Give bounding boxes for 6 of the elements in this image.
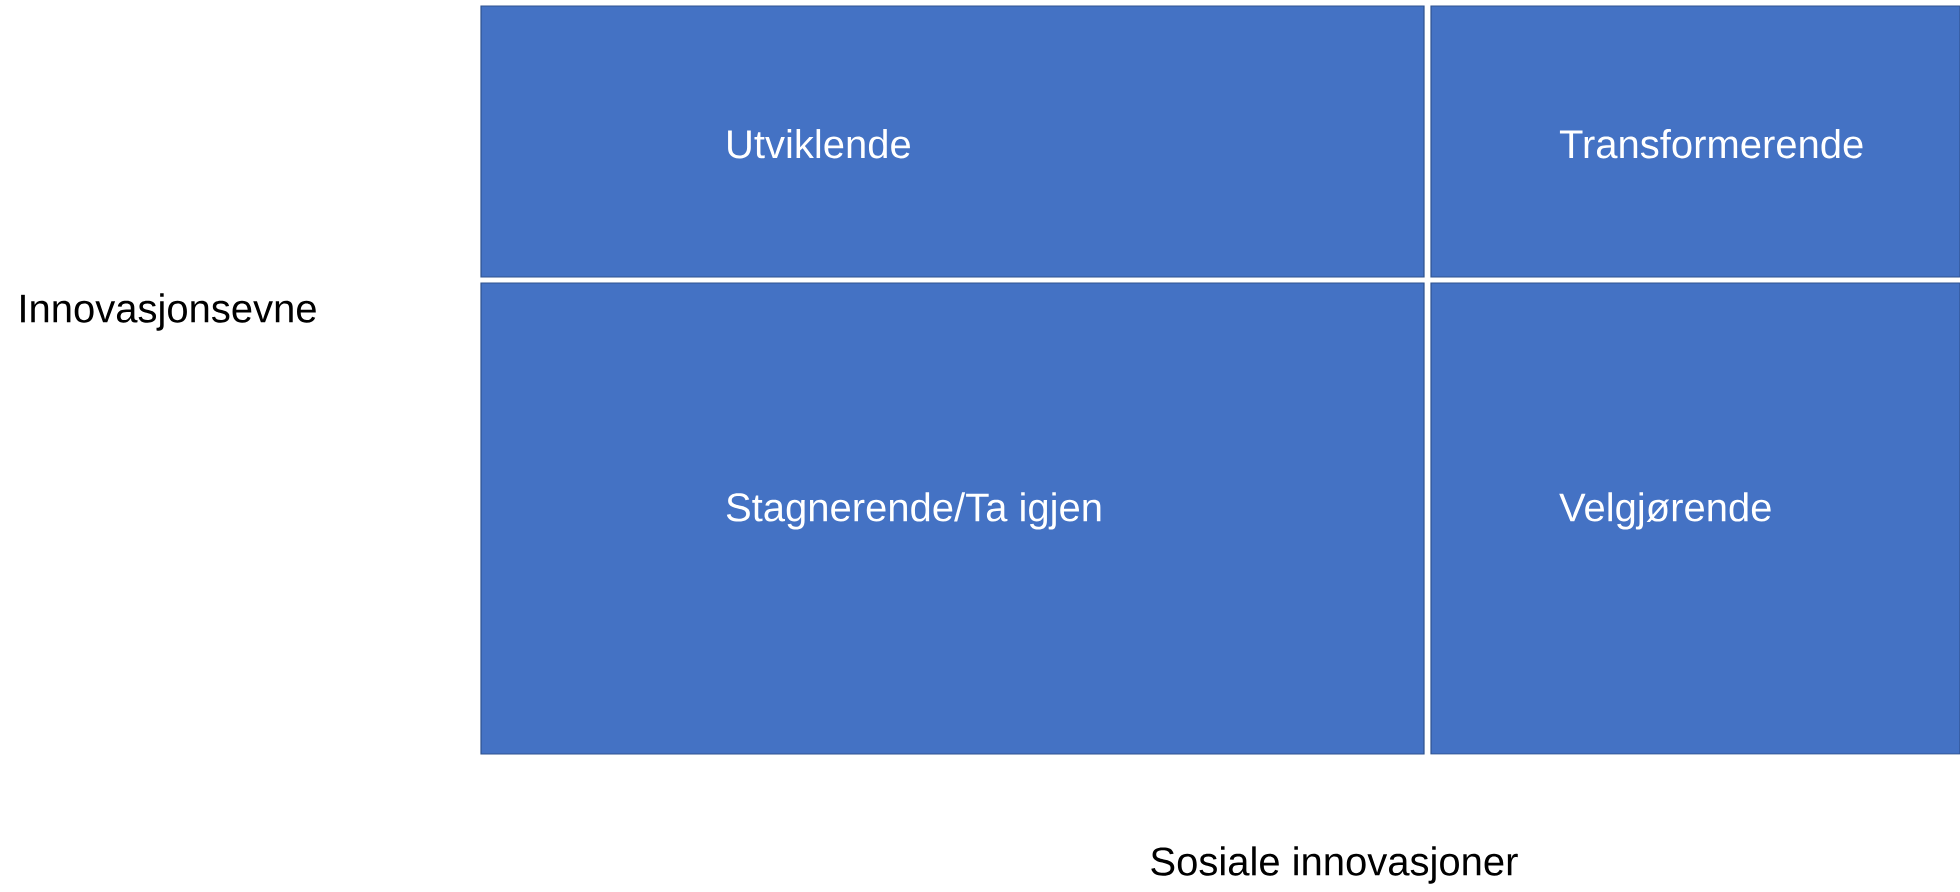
- quadrant-box: Utviklende: [480, 5, 1425, 278]
- axis-label: Innovasjonsevne: [21, 293, 316, 331]
- quadrant-box: Velgjørende: [1430, 282, 1960, 755]
- quadrant-box: Stagnerende/Ta igjen: [480, 282, 1425, 755]
- quadrant-box: Transformerende: [1430, 5, 1960, 278]
- axis-label: Sosiale innovasjoner: [1151, 846, 1518, 884]
